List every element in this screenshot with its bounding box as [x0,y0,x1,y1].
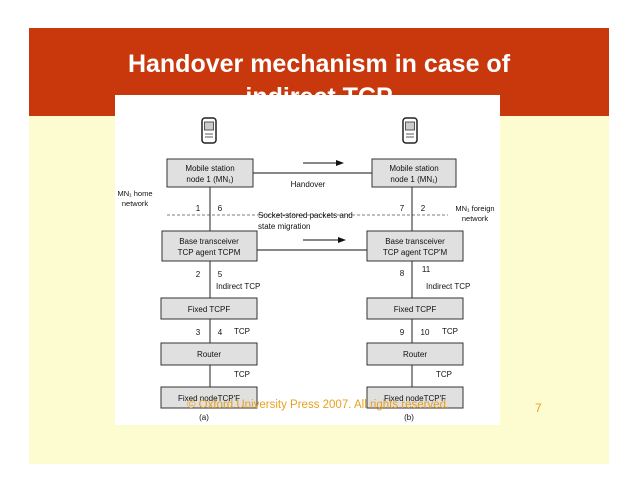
handover-label: Handover [291,180,326,189]
indirect-tcp-label-left: Indirect TCP [216,282,260,291]
copyright-notice: © Oxford University Press 2007. All righ… [187,399,450,411]
tcp-label-left-fixed: TCP [234,327,250,336]
mobile-station-label-right-2: node 1 (MN₁) [390,175,437,184]
fixed-tcp-label-right: Fixed TCPF [394,305,437,314]
indirect-tcp-label-right: Indirect TCP [426,282,470,291]
step-number: 2 [421,204,426,213]
mobile-station-label-left-2: node 1 (MN₁) [186,175,233,184]
fixed-node-box-left [160,386,258,409]
mobile-phone-icon [402,117,418,144]
socket-migration-label-1: Socket-stored packets and [258,211,353,220]
tcp-label-right-fixed: TCP [442,327,458,336]
tcp-label-right-router: TCP [436,370,452,379]
step-number: 4 [218,328,223,337]
home-network-label-1: MN₁ home [117,189,152,198]
handover-diagram: Mobile station node 1 (MN₁) Base transce… [117,117,495,422]
base-transceiver-label-right-1: Base transceiver [385,237,445,246]
step-number: 6 [218,204,223,213]
diagram-panel: Mobile station node 1 (MN₁) Base transce… [115,95,500,425]
mobile-station-box-left [166,158,254,188]
base-transceiver-label-left-1: Base transceiver [179,237,239,246]
slide-title-line-1: Handover mechanism in case of [127,50,511,78]
step-number: 11 [422,265,431,274]
step-number: 8 [400,269,405,278]
fixed-tcp-box-right [366,297,464,320]
base-transceiver-box-left [161,230,258,262]
router-box-left [160,342,258,366]
step-number: 1 [196,204,201,213]
caption-b: (b) [404,413,414,422]
step-number: 9 [400,328,405,337]
router-label-right: Router [403,350,427,359]
mobile-station-box-right [371,158,457,188]
step-number: 5 [218,270,223,279]
foreign-network-label-1: MN₁ foreign [455,204,494,213]
fixed-tcp-box-left [160,297,258,320]
step-number: 10 [421,328,430,337]
caption-a: (a) [199,413,209,422]
home-network-label-2: network [122,199,149,208]
fixed-node-box-right [366,386,464,409]
fixed-node-label-right: Fixed nodeTCP'F [384,394,446,403]
foreign-network-label-2: network [462,214,489,223]
step-number: 2 [196,270,201,279]
mobile-phone-icon [201,117,217,144]
router-label-left: Router [197,350,221,359]
base-transceiver-label-left-2: TCP agent TCPM [178,248,241,257]
fixed-tcp-label-left: Fixed TCPF [188,305,231,314]
base-transceiver-label-right-2: TCP agent TCP'M [383,248,448,257]
page-number: 7 [535,401,542,415]
mobile-station-label-right-1: Mobile station [389,164,438,173]
step-number: 7 [400,204,405,213]
base-transceiver-box-right [366,230,464,262]
step-number: 3 [196,328,201,337]
fixed-node-label-left: Fixed nodeTCP'F [178,394,240,403]
socket-migration-label-2: state migration [258,222,310,231]
router-box-right [366,342,464,366]
mobile-station-label-left-1: Mobile station [185,164,234,173]
tcp-label-left-router: TCP [234,370,250,379]
